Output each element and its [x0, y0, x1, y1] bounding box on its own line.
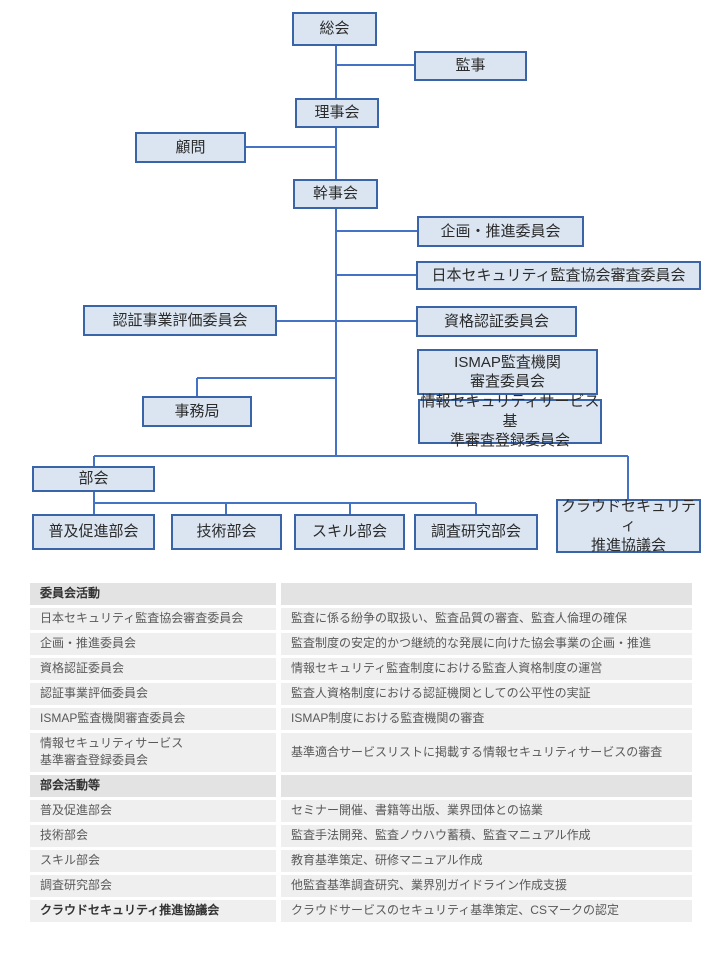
table-row: 情報セキュリティサービス 基準審査登録委員会 基準適合サービスリストに掲載する情報… [30, 733, 692, 772]
row-name: 資格認証委員会 [40, 661, 125, 676]
org-node-label: クラウドセキュリティ 推進協議会 [560, 497, 696, 554]
org-node-label: 普及促進部会 [48, 523, 139, 541]
row-name: 情報セキュリティサービス 基準審査登録委員会 [40, 736, 184, 768]
table-row: 資格認証委員会 情報セキュリティ監査制度における監査人資格制度の運営 [30, 658, 692, 680]
org-node-soukai: 総会 [292, 12, 377, 46]
activity-table: 委員会活動日本セキュリティ監査協会審査委員会 監査に係る紛争の取扱い、監査品質の審… [30, 583, 692, 925]
row-name-cell: 調査研究部会 [30, 874, 276, 897]
row-description-cell: 監査に係る紛争の取扱い、監査品質の審査、監査人倫理の確保 [281, 608, 692, 630]
row-description-cell: 他監査基準調査研究、業界別ガイドライン作成支援 [281, 874, 692, 897]
row-name: 日本セキュリティ監査協会審査委員会 [40, 611, 244, 626]
table-row: 調査研究部会 他監査基準調査研究、業界別ガイドライン作成支援 [30, 874, 692, 897]
org-node-ninsho-jigyo-hyoka-iinkai: 認証事業評価委員会 [83, 305, 277, 336]
org-node-label: 事務局 [174, 402, 220, 420]
org-node-jimukyoku: 事務局 [142, 396, 252, 427]
org-node-label: 情報セキュリティサービス基 準審査登録委員会 [420, 393, 600, 450]
row-name: 認証事業評価委員会 [40, 686, 149, 701]
org-node-label: スキル部会 [311, 523, 387, 541]
row-name-cell: 認証事業評価委員会 [30, 683, 276, 705]
row-description-cell: 教育基準策定、研修マニュアル作成 [281, 849, 692, 872]
org-node-label: 技術部会 [196, 523, 257, 541]
row-description-cell: セミナー開催、書籍等出版、業界団体との協業 [281, 799, 692, 822]
org-node-kanji: 監事 [414, 51, 527, 81]
org-node-label: 総会 [319, 20, 350, 38]
org-node-chosa-kenkyu-bukai: 調査研究部会 [414, 514, 538, 550]
row-name-cell: 情報セキュリティサービス 基準審査登録委員会 [30, 733, 276, 772]
table-row: 企画・推進委員会 監査制度の安定的かつ継続的な発展に向けた協会事業の企画・推進 [30, 633, 692, 655]
org-node-label: 資格認証委員会 [443, 312, 549, 330]
org-node-jasa-shinsa-iinkai: 日本セキュリティ監査協会審査委員会 [416, 261, 701, 290]
row-description-cell: 監査手法開発、監査ノウハウ蓄積、監査マニュアル作成 [281, 824, 692, 847]
org-node-bukai: 部会 [32, 466, 155, 492]
row-name-cell: スキル部会 [30, 849, 276, 872]
row-description-cell: 情報セキュリティ監査制度における監査人資格制度の運営 [281, 658, 692, 680]
row-name-cell: 普及促進部会 [30, 799, 276, 822]
row-description-cell: 基準適合サービスリストに掲載する情報セキュリティサービスの審査 [281, 733, 692, 772]
org-node-label: ISMAP監査機関 審査委員会 [454, 353, 561, 391]
row-name-cell: ISMAP監査機関審査委員会 [30, 708, 276, 730]
org-node-label: 企画・推進委員会 [440, 222, 561, 240]
org-node-label: 調査研究部会 [430, 523, 521, 541]
section-header-label: 部会活動等 [30, 774, 276, 797]
table-row: 認証事業評価委員会 監査人資格制度における認証機関としての公平性の実証 [30, 683, 692, 705]
org-connectors [93, 46, 629, 514]
section-header-spacer [281, 583, 692, 605]
table-row: 技術部会 監査手法開発、監査ノウハウ蓄積、監査マニュアル作成 [30, 824, 692, 847]
org-node-ismap-kansa-kikan-shinsa-iinkai: ISMAP監査機関 審査委員会 [417, 349, 598, 395]
row-description-cell: 監査人資格制度における認証機関としての公平性の実証 [281, 683, 692, 705]
row-description-cell: クラウドサービスのセキュリティ基準策定、CSマークの認定 [281, 899, 692, 922]
section-header-spacer [281, 774, 692, 797]
org-node-label: 認証事業評価委員会 [112, 311, 248, 329]
row-name: ISMAP監査機関審査委員会 [40, 711, 186, 726]
table-row: クラウドセキュリティ推進協議会 クラウドサービスのセキュリティ基準策定、CSマーク… [30, 899, 692, 922]
org-node-rijikai: 理事会 [295, 98, 379, 128]
table-section-header: 委員会活動 [30, 583, 692, 605]
table-section-header: 部会活動等 [30, 774, 692, 797]
org-node-label: 日本セキュリティ監査協会審査委員会 [431, 266, 686, 284]
section-header-label: 委員会活動 [30, 583, 276, 605]
org-node-kikaku-suishin-iinkai: 企画・推進委員会 [417, 216, 584, 247]
row-name: クラウドセキュリティ推進協議会 [40, 903, 220, 918]
org-node-fukyu-sokushin-bukai: 普及促進部会 [32, 514, 155, 550]
org-node-kanjikai: 幹事会 [293, 179, 378, 209]
table-row: スキル部会 教育基準策定、研修マニュアル作成 [30, 849, 692, 872]
row-name-cell: 技術部会 [30, 824, 276, 847]
row-description-cell: 監査制度の安定的かつ継続的な発展に向けた協会事業の企画・推進 [281, 633, 692, 655]
row-name-cell: クラウドセキュリティ推進協議会 [30, 899, 276, 922]
row-name-cell: 企画・推進委員会 [30, 633, 276, 655]
table-row: 普及促進部会 セミナー開催、書籍等出版、業界団体との協業 [30, 799, 692, 822]
row-description-cell: ISMAP制度における監査機関の審査 [281, 708, 692, 730]
org-node-label: 顧問 [175, 138, 206, 156]
org-node-label: 理事会 [314, 104, 360, 122]
row-name: 調査研究部会 [40, 878, 113, 893]
table-row: ISMAP監査機関審査委員会 ISMAP制度における監査機関の審査 [30, 708, 692, 730]
row-name: 普及促進部会 [40, 803, 113, 818]
org-node-joho-security-service-iinkai: 情報セキュリティサービス基 準審査登録委員会 [418, 393, 602, 449]
org-node-gijutsu-bukai: 技術部会 [171, 514, 282, 550]
row-name: 技術部会 [40, 828, 89, 843]
table-row: 日本セキュリティ監査協会審査委員会 監査に係る紛争の取扱い、監査品質の審査、監査人… [30, 608, 692, 630]
row-name: 企画・推進委員会 [40, 636, 137, 651]
org-node-skill-bukai: スキル部会 [294, 514, 405, 550]
org-node-label: 幹事会 [312, 185, 358, 203]
row-name-cell: 資格認証委員会 [30, 658, 276, 680]
org-node-label: 部会 [78, 470, 109, 488]
row-name-cell: 日本セキュリティ監査協会審査委員会 [30, 608, 276, 630]
org-node-cloud-security-kyogikai: クラウドセキュリティ 推進協議会 [556, 497, 701, 554]
row-name: スキル部会 [40, 853, 101, 868]
org-node-label: 監事 [455, 57, 486, 75]
org-node-shikaku-ninsho-iinkai: 資格認証委員会 [416, 306, 577, 337]
org-node-komon: 顧問 [135, 132, 246, 163]
